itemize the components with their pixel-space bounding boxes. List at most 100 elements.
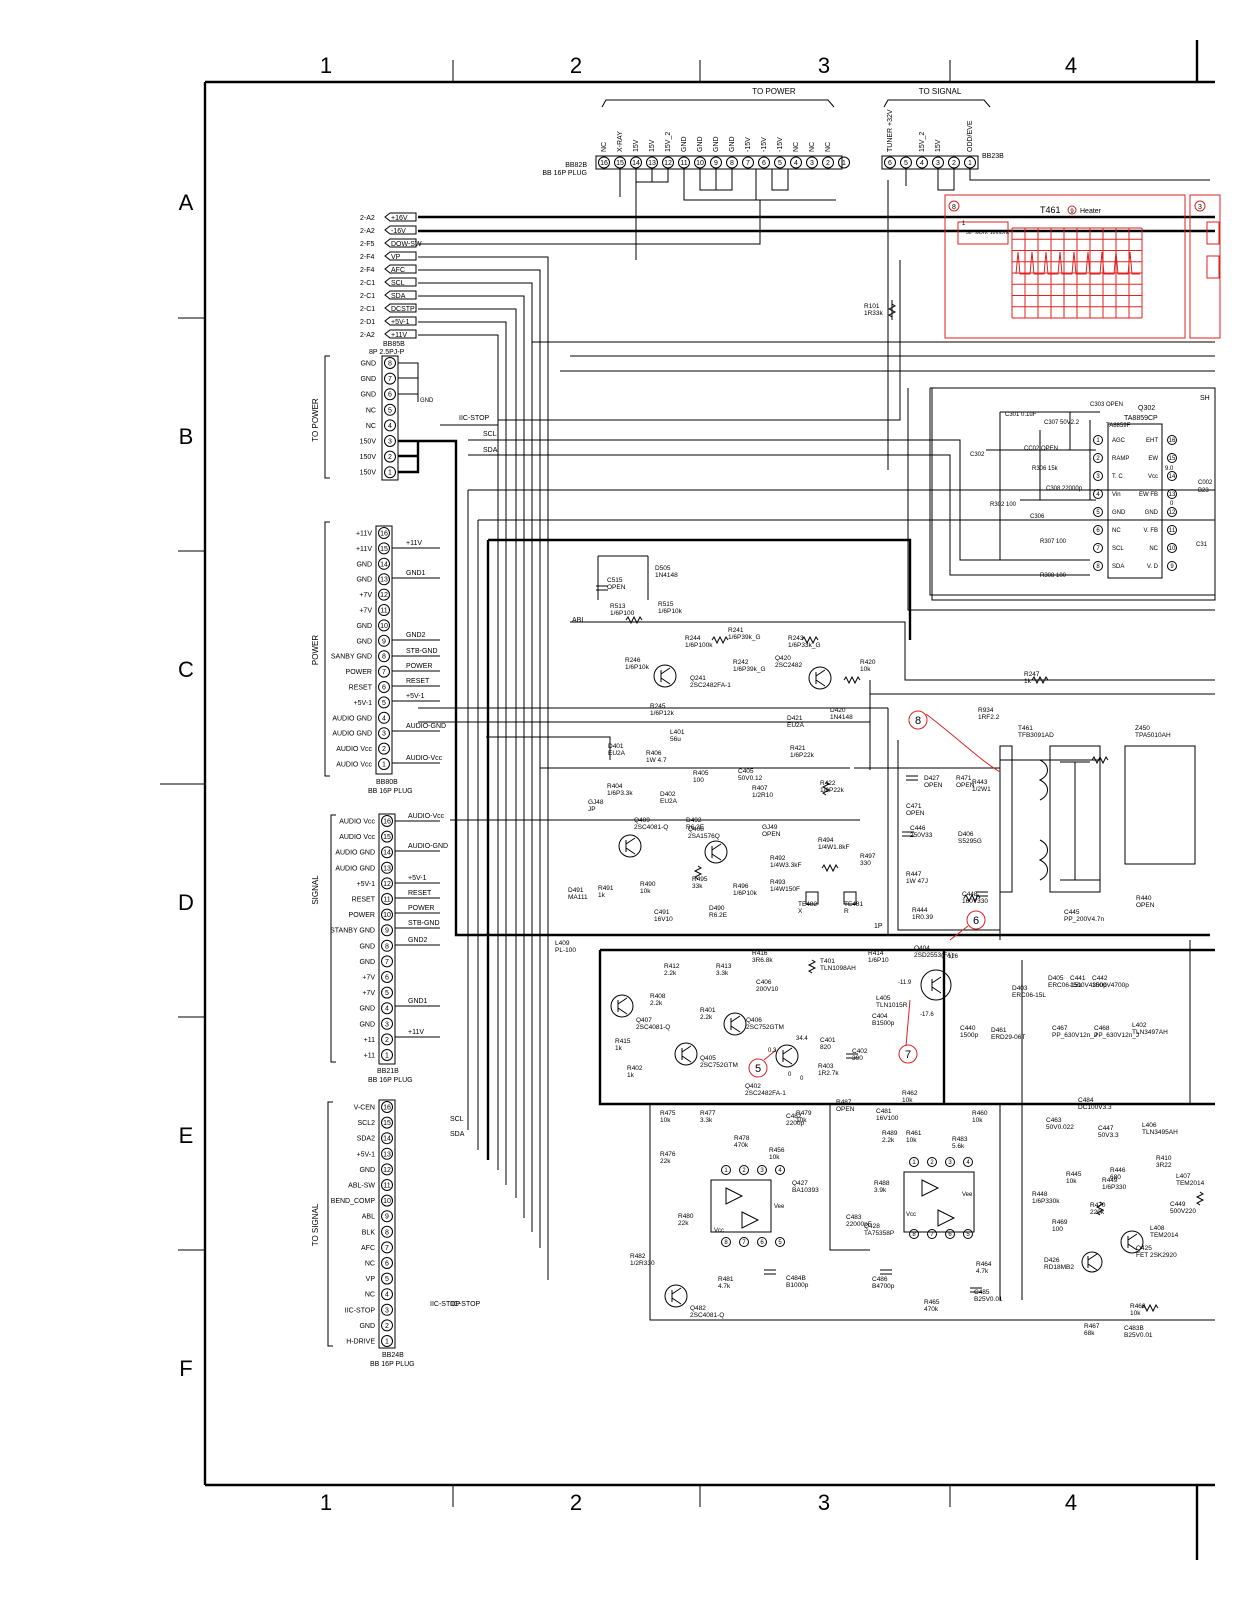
transistor-leads <box>931 976 942 994</box>
component-value: OPEN <box>924 782 943 789</box>
net-ref: 2-F4 <box>360 254 375 261</box>
pin-circle <box>381 939 393 952</box>
component-value: 1/6P22k <box>790 752 815 759</box>
component-ref: R449 <box>1102 1177 1118 1184</box>
component-ref: L401 <box>670 729 685 736</box>
component-ref: GJ48 <box>588 799 604 806</box>
component-ref: C446 <box>910 825 926 832</box>
bus-label: SDA <box>483 447 498 454</box>
pin-label: 150V <box>360 439 377 446</box>
ic-part-label: CC02 OPEN <box>1024 446 1058 452</box>
pin-signal: -15V <box>777 137 784 152</box>
component-value: 1/4W150F <box>770 886 800 893</box>
component-value: 100 <box>1052 1226 1063 1233</box>
pin-circle <box>381 1335 393 1347</box>
waveform-tag: Heater <box>1080 208 1102 215</box>
component-ref: R495 <box>692 876 708 883</box>
pin-circle <box>378 696 390 709</box>
net-name: SDA <box>391 293 406 300</box>
pin-number: 9 <box>385 1214 389 1221</box>
pin-label: GND <box>359 959 375 966</box>
ic-pin <box>1093 525 1103 535</box>
ic-pin <box>945 1229 955 1239</box>
net-name: VP <box>391 254 401 261</box>
ic-pin <box>739 1237 749 1247</box>
component-ref: C406 <box>756 979 772 986</box>
component-ref: R515 <box>658 601 674 608</box>
net-tag: AUDIO-Vcc <box>406 755 443 762</box>
component-value: 100 <box>693 777 704 784</box>
component-ref: R406 <box>646 750 662 757</box>
component-value: PP_630V12n_J <box>1094 1032 1139 1039</box>
capacitor-symbol <box>764 1269 776 1275</box>
pin-label: +7V <box>359 608 372 615</box>
pin-circle <box>758 156 770 169</box>
net-name: SCL <box>391 280 405 287</box>
pin-circle <box>598 156 610 169</box>
component-value: 16V100 <box>876 1115 899 1122</box>
component-value: 1R2.7k <box>818 1070 839 1077</box>
component-ref: L408 <box>1150 1225 1165 1232</box>
col-label: 3 <box>818 1490 830 1515</box>
pin-circle <box>381 1179 393 1191</box>
pin-circle <box>381 986 393 999</box>
pin-number: 9 <box>714 160 718 167</box>
component-value: 820 <box>820 1044 831 1051</box>
svg-text:GND: GND <box>420 398 434 404</box>
component-value: 2SC2482FA-1 <box>745 1090 786 1097</box>
component-ref: R404 <box>607 783 623 790</box>
pin-number: 16 <box>383 819 391 826</box>
component-value: DC100V3.3 <box>1078 1104 1112 1111</box>
bb85b-side-label: TO POWER <box>311 398 320 442</box>
component-ref: Q402 <box>745 1083 761 1090</box>
component-ref: Q405 <box>700 1055 716 1062</box>
transistor-leads <box>782 1047 793 1065</box>
pin-label: GND <box>356 638 372 645</box>
component-value: 2.2k <box>700 1014 713 1021</box>
ic-part: TA8859CP <box>1124 415 1158 422</box>
pin-number: 4 <box>920 160 924 167</box>
component-ref: Z450 <box>1135 725 1150 732</box>
ic-pin <box>1093 453 1103 463</box>
component-ref: R246 <box>625 657 641 664</box>
component-value: OPEN <box>906 810 925 817</box>
ic-pin-number: 3 <box>1096 474 1100 480</box>
transistor-leads <box>660 667 671 685</box>
component-value: 2SC4081-Q <box>690 1312 724 1319</box>
component-ref: R475 <box>660 1110 676 1117</box>
pin-label: GND <box>359 1323 375 1330</box>
resistor-symbol <box>821 863 839 873</box>
component-ref: R491 <box>598 885 614 892</box>
pin-number: 7 <box>746 160 750 167</box>
pin-signal: 15V <box>935 139 942 152</box>
ic-part-alt: TA8859F <box>1106 423 1131 429</box>
pin-circle <box>381 1116 393 1129</box>
component-value: 10k <box>860 666 871 673</box>
component-value: 1/6P100 <box>610 610 635 617</box>
component-value: 1R0.39 <box>912 914 933 921</box>
component-value: 1RF2.2 <box>978 714 1000 721</box>
bb24b-name: BB24B <box>382 1352 404 1359</box>
pin-signal: 15V_2 <box>919 132 926 152</box>
net-tag: AUDIO-GND <box>406 723 446 730</box>
pin-label: GND <box>359 1167 375 1174</box>
pin-label: STANBY GND <box>330 928 375 935</box>
voltage-reading: 0.3 <box>768 1048 777 1054</box>
capacitor-symbol <box>976 891 988 897</box>
ic-pin-number: 3 <box>948 1160 952 1166</box>
pin-label: AUDIO Vcc <box>336 746 372 753</box>
pin-label: +7V <box>359 592 372 599</box>
ic-pin-number: 5 <box>966 1232 970 1238</box>
component-value: 22000pF <box>846 1221 872 1228</box>
net-tag: SCL <box>450 1116 464 1123</box>
pin-label: AUDIO GND <box>332 731 372 738</box>
next-panel-marker: 3 <box>1198 204 1202 211</box>
component-ref: R478 <box>734 1135 750 1142</box>
bb85b-type: 8P 2.5PJ-P <box>369 349 405 356</box>
waveform-point: 9 <box>1070 209 1074 215</box>
component-labels: R1011R33kC515OPEND5051N4148R5131/6P100R5… <box>555 303 1205 1339</box>
ic-pin-number: 16 <box>1169 438 1176 444</box>
pin-number: 8 <box>385 943 389 950</box>
component-ref: R241 <box>728 627 744 634</box>
